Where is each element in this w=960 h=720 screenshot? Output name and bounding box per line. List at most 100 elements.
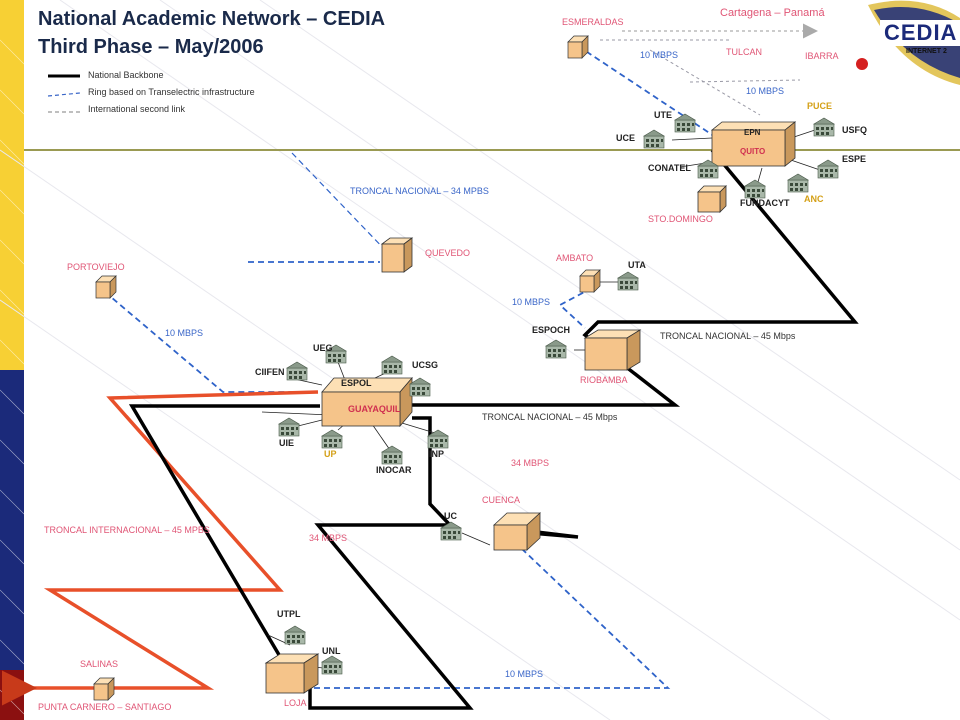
- sidebar-lines: [0, 39, 25, 715]
- page-title: National Academic Network – CEDIA: [38, 8, 386, 30]
- backbone-guayaquil-loja-west: [128, 404, 320, 666]
- legend: [47, 74, 81, 113]
- loja-label: LOJA: [284, 698, 307, 708]
- ciifen-building-icon: [286, 361, 308, 381]
- legend-backbone-label: National Backbone: [88, 70, 164, 80]
- sidebar-red: [0, 670, 24, 720]
- espol-label: ESPOL: [341, 378, 372, 388]
- national-backbone: [128, 148, 859, 710]
- uce-building-icon: [643, 129, 665, 149]
- stodomingo-node: [697, 185, 727, 213]
- legend-ring-line: [47, 92, 81, 97]
- uie-building-icon: [278, 417, 300, 437]
- ibarra-label: IBARRA: [805, 51, 839, 61]
- up-label: UP: [324, 449, 337, 459]
- cedia-logo: [856, 0, 960, 86]
- espe-label: ESPE: [842, 154, 867, 164]
- utpl-label: UTPL: [277, 609, 301, 619]
- backbone-quito-guayaquil: [412, 148, 859, 407]
- riobamba-label: RIOBAMBA: [580, 375, 628, 385]
- up-building-icon: [321, 429, 343, 449]
- esmeraldas-node: [567, 35, 589, 59]
- troncal45-label-a: TRONCAL NACIONAL – 45 Mbps: [660, 331, 796, 341]
- guayaquil-node: [321, 376, 413, 428]
- link-label-cuenca-a: 34 MBPS: [511, 458, 550, 468]
- cuenca-node: [492, 512, 542, 551]
- link-ambato-riobamba: [558, 287, 593, 329]
- loja-node: [264, 653, 320, 694]
- portoviejo-node: [95, 275, 117, 299]
- uta-building-icon: [617, 271, 639, 291]
- sidebar-navy: [0, 370, 24, 670]
- link-label-ambato: 10 MBPS: [512, 297, 551, 307]
- uce-label: UCE: [616, 133, 636, 143]
- ucsg-building-icon: [381, 355, 403, 375]
- page-subtitle: Third Phase – May/2006: [38, 36, 264, 58]
- espoch-building-icon: [545, 339, 567, 359]
- uc-label: UC: [444, 511, 457, 521]
- anc-building-icon: [787, 173, 809, 193]
- quito-label: QUITO: [740, 147, 766, 156]
- ute-building-icon: [674, 113, 696, 133]
- ciifen-label: CIIFEN: [255, 367, 285, 377]
- uta-label: UTA: [628, 260, 646, 270]
- ute-label: UTE: [654, 110, 672, 120]
- legend-ring-label: Ring based on Transelectric infrastructu…: [88, 87, 255, 97]
- ueg-label: UEG: [313, 343, 333, 353]
- salinas-node: [93, 677, 115, 701]
- troncal34-label: TRONCAL NACIONAL – 34 MPBS: [350, 186, 489, 196]
- espol-building-icon: [409, 377, 431, 397]
- ambato-label: AMBATO: [556, 253, 594, 263]
- link-label-portoviejo: 10 MBPS: [165, 328, 204, 338]
- ambato-node: [579, 269, 601, 293]
- usfq-building-icon: [813, 117, 835, 137]
- cuenca-label: CUENCA: [482, 495, 521, 505]
- espe-building-icon: [817, 159, 839, 179]
- stodomingo-label: STO.DOMINGO: [648, 214, 713, 224]
- epn-label: EPN: [744, 128, 761, 137]
- backbone-loja-cuenca: [308, 416, 474, 710]
- link-label-loja: 34 MBPS: [309, 533, 348, 543]
- esmeraldas-label: ESMERALDAS: [562, 17, 624, 27]
- link-esmeraldas-quito: [577, 45, 721, 141]
- unl-label: UNL: [322, 646, 341, 656]
- ring-links: [104, 45, 721, 689]
- legend-international-label: International second link: [88, 104, 186, 114]
- portoviejo-label: PORTOVIEJO: [67, 262, 125, 272]
- link-cuenca-loja: [300, 527, 671, 689]
- link-portoviejo-guayaquil: [104, 291, 318, 393]
- international-backbone: [1, 390, 319, 706]
- puce-label: PUCE: [807, 101, 833, 111]
- riobamba-node: [583, 329, 642, 371]
- quevedo-label: QUEVEDO: [425, 248, 471, 258]
- link-troncal34: [291, 152, 389, 254]
- troncal-internacional-label: TRONCAL INTERNACIONAL – 45 MPBS: [44, 525, 210, 535]
- anc-label: ANC: [804, 194, 824, 204]
- link-label-ibarra: 10 MBPS: [746, 86, 785, 96]
- ucsg-label: UCSG: [412, 360, 439, 370]
- salinas-label: SALINAS: [80, 659, 119, 669]
- link-label-esmeraldas: 10 MBPS: [640, 50, 679, 60]
- uie-label: UIE: [279, 438, 295, 448]
- punta-carnero-label: PUNTA CARNERO – SANTIAGO: [38, 702, 172, 712]
- guayaquil-label: GUAYAQUIL: [348, 404, 401, 414]
- international-second-links: [600, 23, 818, 116]
- cartagena-label: Cartagena – Panamá: [720, 7, 825, 19]
- logo-subtext: INTERNET 2: [906, 48, 947, 55]
- fundacyt-label: FUNDACYT: [740, 198, 790, 208]
- tulcan-label: TULCAN: [726, 47, 763, 57]
- fundacyt-building-icon: [744, 179, 766, 199]
- utpl-building-icon: [284, 625, 306, 645]
- quito-node: [710, 121, 797, 167]
- link-label-loja-cuenca: 10 MBPS: [505, 669, 544, 679]
- conatel-label: CONATEL: [648, 163, 691, 173]
- inp-label: INP: [429, 449, 445, 459]
- inocar-building-icon: [381, 445, 403, 465]
- quevedo-node: [380, 237, 414, 273]
- logo-text: CEDIA: [884, 20, 958, 45]
- inocar-label: INOCAR: [376, 465, 412, 475]
- usfq-label: USFQ: [842, 125, 868, 135]
- troncal45-label-b: TRONCAL NACIONAL – 45 Mbps: [482, 412, 618, 422]
